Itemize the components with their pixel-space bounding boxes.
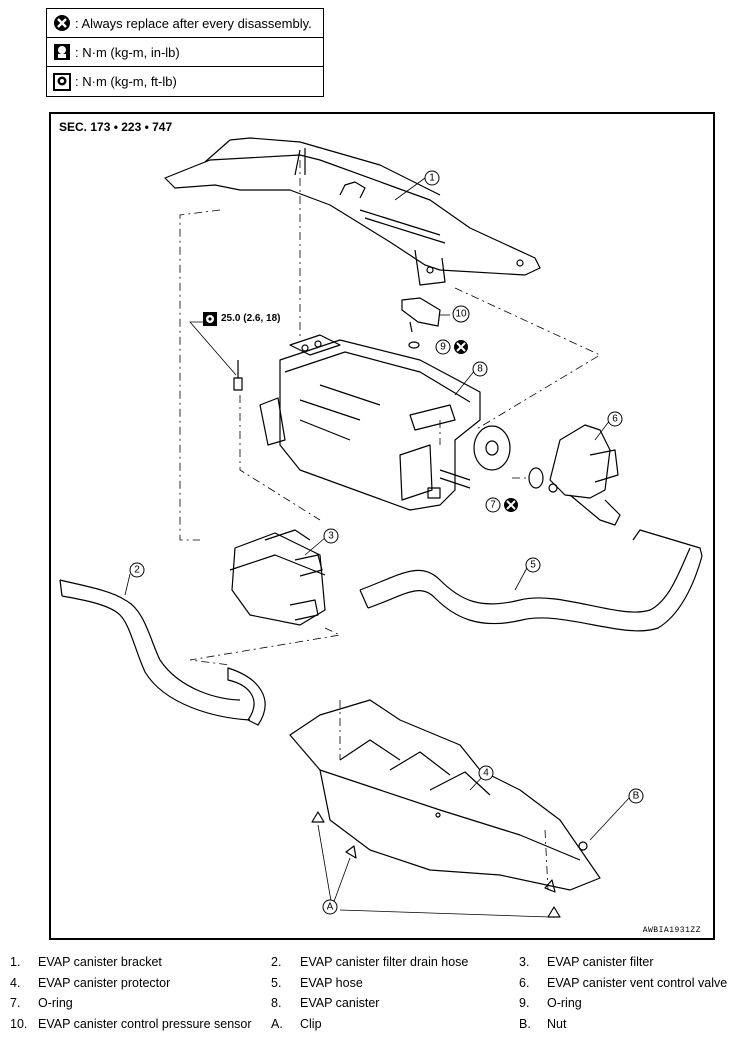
legend-row-replace: : Always replace after every disassembly… [47,9,323,38]
x-circle-icon [504,498,518,512]
part-name: O-ring [547,996,582,1010]
callout-5 [525,557,541,573]
part-name: Nut [547,1016,567,1031]
parts-list: 1. EVAP canister bracket 2. EVAP caniste… [0,955,743,1037]
section-reference: SEC. 173 • 223 • 747 [59,120,173,134]
callout-10-text: 10 [455,309,467,320]
part-number: 7. [10,996,21,1010]
callout-7-text: 7 [490,500,496,511]
part-number: 1. [10,955,21,969]
part-name: EVAP canister protector [38,975,171,990]
legend-text-torque-ftlb: : N·m (kg-m, ft-lb) [75,74,177,89]
callout-7 [485,497,501,513]
callout-B [628,788,644,804]
callout-6-text: 6 [612,414,618,425]
part-number: 5. [271,975,282,990]
part-name: EVAP canister bracket [38,955,162,969]
parts-row: 1. EVAP canister bracket 2. EVAP caniste… [0,955,743,976]
callout-2 [129,562,145,578]
part-number: 6. [519,975,530,990]
part-name: EVAP hose [300,975,363,990]
parts-row: 4. EVAP canister protector 5. EVAP hose … [0,976,743,997]
clip-a-group [311,811,561,918]
o-ring-7 [528,467,544,489]
evap-canister-filter [229,529,326,626]
callout-1-text: 1 [429,173,435,184]
callout-9-text: 9 [440,342,446,353]
part-name: EVAP canister filter drain hose [300,955,469,969]
callout-A-text: A [327,902,334,913]
part-name: EVAP canister vent control valve [547,975,728,990]
part-number: 2. [271,955,282,969]
callout-3-text: 3 [328,531,334,542]
callout-3 [323,528,339,544]
canister-protector [289,699,601,891]
part-name: Clip [300,1016,322,1031]
callout-B-text: B [633,791,640,802]
callout-4 [478,765,494,781]
callout-2-text: 2 [134,565,140,576]
x-circle-icon [454,340,468,354]
legend-row-torque-inlb: : N·m (kg-m, in-lb) [47,38,323,67]
pressure-sensor [401,297,441,333]
legend-row-torque-ftlb: : N·m (kg-m, ft-lb) [47,67,323,96]
callout-10 [452,305,470,323]
legend-text-replace: : Always replace after every disassembly… [75,15,312,31]
part-name: EVAP canister control pressure sensor [38,1016,252,1031]
parts-row: 10. EVAP canister control pressure senso… [0,1017,743,1038]
callout-4-text: 4 [483,768,489,779]
part-number: B. [519,1016,531,1031]
nut-b [578,841,588,851]
callout-5-text: 5 [530,560,536,571]
part-name: EVAP canister filter [547,955,654,969]
torque-spec: 25.0 (2.6, 18) [221,313,281,324]
torque-wrench-icon [54,44,70,60]
torque-wrench-icon [53,72,71,91]
callout-8-text: 8 [477,364,483,375]
o-ring-9 [408,341,420,349]
callout-1 [424,170,440,186]
callout-6 [607,411,623,427]
vent-control-valve [548,424,621,526]
filter-drain-hose [59,579,266,726]
evap-hose [359,529,703,632]
symbol-legend: : Always replace after every disassembly… [46,8,324,97]
part-name: O-ring [38,996,73,1010]
evap-canister-bracket [164,137,541,286]
legend-text-torque-inlb: : N·m (kg-m, in-lb) [75,44,180,60]
figure-code: AWBIA1931ZZ [642,926,701,935]
callout-9 [435,339,451,355]
mounting-bolt [233,360,243,391]
torque-wrench-icon [203,312,217,326]
part-number: 9. [519,996,530,1010]
exploded-view-diagram: SEC. 173 • 223 • 747 AWBIA1931ZZ [49,112,715,940]
part-number: 10. [10,1016,28,1031]
callout-8 [472,361,488,377]
parts-row: 7. O-ring 8. EVAP canister 9. O-ring [0,996,743,1017]
part-number: 8. [271,996,282,1010]
part-name: EVAP canister [300,996,380,1010]
x-circle-icon [54,15,70,31]
part-number: 4. [10,975,21,990]
part-number: 3. [519,955,530,969]
part-number: A. [271,1016,283,1031]
evap-canister [259,334,511,511]
callout-A [322,899,338,915]
